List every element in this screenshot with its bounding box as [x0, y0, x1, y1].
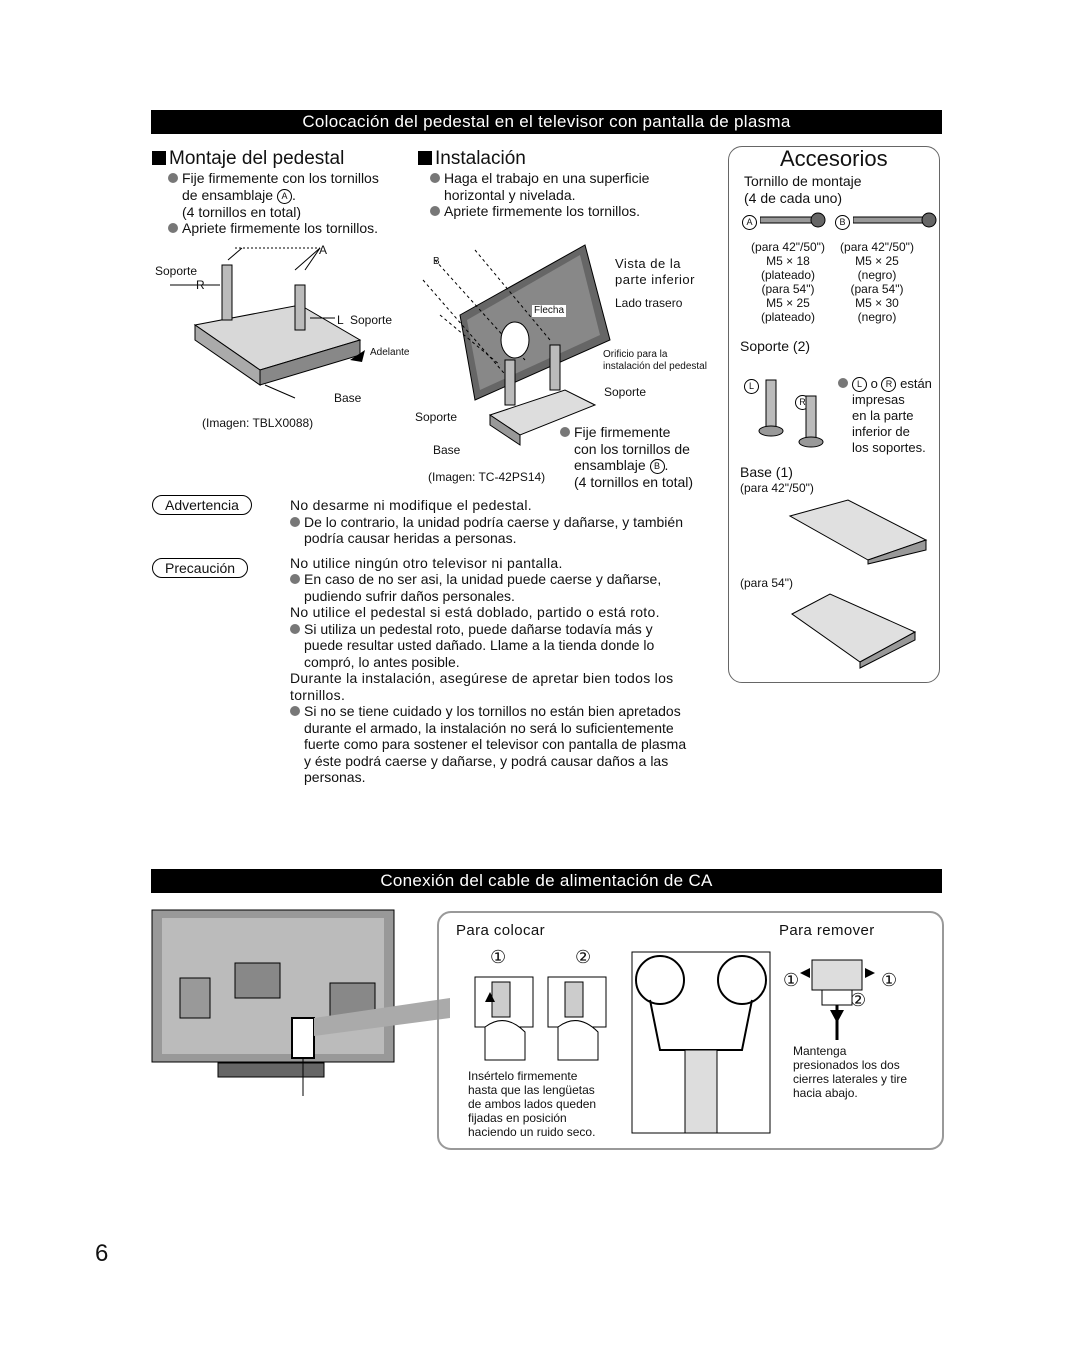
instalacion-title-text: Instalación: [435, 148, 526, 169]
tv-rear-figure: [151, 909, 450, 1096]
montaje-bullet-1: Fije firmemente con los tornillos de ens…: [168, 170, 379, 237]
accesorios-screw-b: B: [835, 213, 850, 231]
instalacion-base: Base: [433, 443, 461, 457]
instalacion-vista: Vista de la parte inferior: [615, 256, 695, 287]
screw-b-label-icon: B: [835, 215, 850, 230]
montaje-fig-r: R: [196, 278, 205, 292]
montaje-fig-soporte-r: Soporte: [155, 264, 198, 278]
screw-a-icon: [760, 212, 826, 228]
screw-a-specs: (para 42"/50")M5 × 18(plateado) (para 54…: [751, 240, 825, 324]
page-number: 6: [95, 1240, 109, 1267]
section-header-pedestal: Colocación del pedestal en el televisor …: [151, 110, 942, 134]
accesorios-box: [728, 146, 940, 683]
montaje-fig-a: A: [319, 243, 328, 257]
instalacion-soporte-right: Soporte: [604, 385, 647, 399]
instalacion-figure: [422, 244, 611, 446]
cable-instruction-box: [437, 911, 944, 1150]
remover-step-1-left: ①: [783, 970, 800, 990]
montaje-fig-adelante: Adelante: [370, 347, 410, 358]
base-42-figure: [788, 499, 928, 565]
para-colocar-label: Para colocar: [456, 922, 546, 939]
screw-a-icon: A: [276, 188, 292, 204]
step-2-label: ②: [575, 947, 592, 967]
instalacion-bullets: Haga el trabajo en una superficie horizo…: [430, 170, 649, 220]
instalacion-flecha: Flecha: [532, 305, 567, 317]
accesorios-base: Base (1): [740, 464, 793, 480]
base-54-figure: [791, 593, 917, 669]
remover-figure: [800, 959, 875, 1040]
connector-closeup-figure: [631, 951, 771, 1134]
instalacion-fig-b: B: [433, 256, 440, 267]
montaje-title-text: Montaje del pedestal: [169, 148, 345, 169]
screw-b-icon: B: [649, 459, 665, 474]
accesorios-para-54: (para 54"): [740, 576, 793, 590]
colocar-figure: [474, 976, 607, 1061]
montaje-fig-base: Base: [334, 391, 362, 405]
screw-b-icon: [853, 212, 937, 228]
remover-step-1-right: ①: [881, 970, 898, 990]
montaje-title: Montaje del pedestal: [152, 148, 344, 170]
remover-step-2: ②: [850, 990, 867, 1010]
instalacion-fije: Fije firmemente con los tornillos de ens…: [560, 424, 693, 491]
accesorios-tornillo: Tornillo de montaje (4 de cada uno): [744, 173, 862, 206]
accesorios-para-42: (para 42"/50"): [740, 481, 814, 495]
instalacion-title: Instalación: [418, 148, 526, 170]
instalacion-lado-trasero: Lado trasero: [615, 296, 683, 310]
advertencia-label: Advertencia: [152, 495, 252, 515]
montaje-figure: [170, 247, 365, 399]
montaje-fig-imagen: (Imagen: TBLX0088): [202, 416, 314, 430]
montaje-fig-soporte-l: Soporte: [350, 313, 393, 327]
insert-instructions: Insértelo firmemente hasta que las lengü…: [468, 1069, 597, 1139]
section-header-cable: Conexión del cable de alimentación de CA: [151, 869, 942, 893]
warnings-text: No desarme ni modifique el pedestal. De …: [290, 497, 687, 785]
soporte-figure: [758, 379, 824, 448]
step-1-label: ①: [490, 947, 507, 967]
soporte-l-label: L: [744, 377, 759, 395]
montaje-fig-l: L: [337, 313, 344, 327]
para-remover-label: Para remover: [779, 922, 875, 939]
instalacion-orificio: Orificio para la instalación del pedesta…: [603, 349, 707, 372]
accesorios-title: Accesorios: [780, 146, 888, 171]
soporte-note: L o R están impresas en la parte inferio…: [838, 376, 932, 456]
screw-b-specs: (para 42"/50")M5 × 25(negro) (para 54")M…: [840, 240, 914, 324]
accesorios-soporte: Soporte (2): [740, 338, 811, 354]
screw-a-label-icon: A: [742, 215, 757, 230]
remove-instructions: Mantenga presionados los dos cierres lat…: [793, 1044, 908, 1100]
accesorios-screw-a: A: [742, 213, 757, 231]
instalacion-soporte-left: Soporte: [415, 410, 458, 424]
precaucion-label: Precaución: [152, 558, 249, 578]
instalacion-imagen: (Imagen: TC-42PS14): [428, 470, 546, 484]
